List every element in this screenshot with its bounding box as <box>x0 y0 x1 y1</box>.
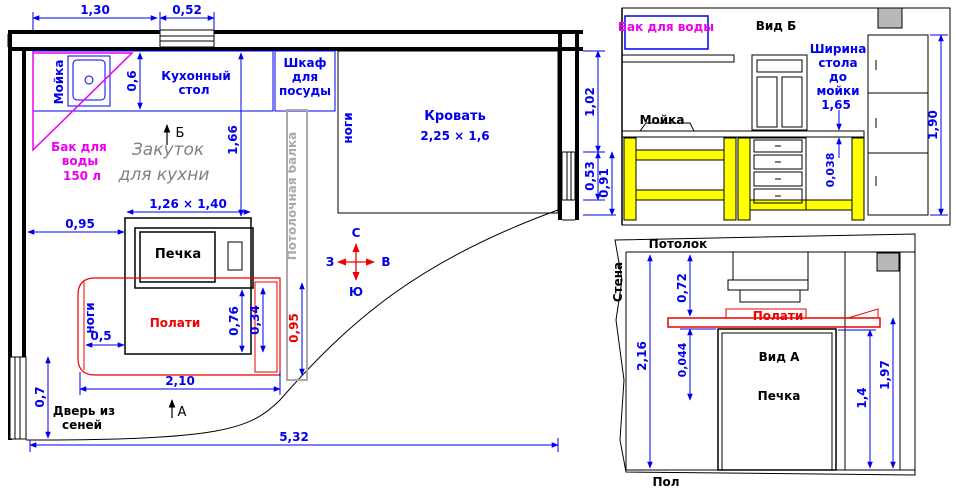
dim-053: 0,53 <box>583 161 597 191</box>
label-ceiling-beam: Потолочная балка <box>285 132 299 261</box>
label-stove: Печка <box>155 247 201 262</box>
label-nook-2: для кухни <box>118 165 210 185</box>
compass-rose <box>337 243 375 281</box>
dim-210: 2,10 <box>165 374 195 388</box>
plan-sink-box <box>67 55 111 107</box>
plan-door <box>9 356 27 440</box>
dim-091: 0,91 <box>597 168 611 198</box>
dim-095-right: 0,95 <box>287 313 301 343</box>
view-b-elevation <box>621 7 951 226</box>
view-b-tank: Бак для воды <box>618 20 714 34</box>
view-a-dim-072: 0,72 <box>675 273 689 303</box>
compass-south: Ю <box>349 285 363 299</box>
view-b-sink: Мойка <box>640 113 685 127</box>
view-a-polati: Полати <box>753 309 804 323</box>
plan-dimension-lines <box>27 12 616 452</box>
label-tank-2: воды <box>62 154 98 168</box>
label-kitchen-table-2: стол <box>178 83 209 97</box>
view-a-wall: Стена <box>611 262 625 302</box>
dim-532: 5,32 <box>279 430 309 444</box>
label-door-2: сеней <box>62 418 102 432</box>
dim-126x140: 1,26 × 1,40 <box>149 197 227 211</box>
view-a-dim-216: 2,16 <box>635 341 649 371</box>
plan-walls <box>7 30 583 440</box>
plan-bed <box>337 50 559 214</box>
dim-166: 1,66 <box>226 125 240 155</box>
plan-ceiling-beam <box>286 109 308 381</box>
dim-top-130: 1,30 <box>80 3 110 17</box>
dim-07: 0,7 <box>33 386 47 407</box>
label-bed-size: 2,25 × 1,6 <box>420 129 489 143</box>
view-b-title: Вид Б <box>756 19 797 33</box>
view-a-ceiling: Потолок <box>649 237 708 251</box>
view-a-dim-197: 1,97 <box>878 360 892 390</box>
dim-095-left: 0,95 <box>65 217 95 231</box>
dim-102: 1,02 <box>583 87 597 117</box>
plan-polati-outline <box>77 277 281 376</box>
view-b-width-4: мойки <box>816 84 859 98</box>
label-sink: Мойка <box>52 60 66 105</box>
dim-076: 0,76 <box>227 306 241 336</box>
plan-kitchen-counter <box>32 50 274 112</box>
view-a-dim-14: 1,4 <box>855 387 869 408</box>
view-a-dim-0044: 0,044 <box>676 342 689 377</box>
view-a-title: Вид А <box>759 350 800 364</box>
view-b-dim-0038: 0,038 <box>824 153 837 188</box>
plan-window-top <box>159 29 215 48</box>
dim-05: 0,5 <box>90 329 111 343</box>
compass-north: С <box>352 226 361 240</box>
view-b-width-1: Ширина <box>810 42 867 56</box>
label-polati-legs: ноги <box>83 302 97 333</box>
label-cabinet-3: посуды <box>279 84 331 98</box>
view-a-elevation <box>614 233 916 476</box>
label-cabinet-2: для <box>292 70 318 84</box>
view-a-stove: Печка <box>758 389 801 403</box>
dim-06: 0,6 <box>125 70 139 91</box>
plan-stove-outer <box>124 217 252 355</box>
view-b-width-val: 1,65 <box>821 98 851 112</box>
label-tank-3: 150 л <box>63 169 101 183</box>
label-door-1: Дверь из <box>53 404 115 418</box>
view-b-width-2: стола <box>818 56 857 70</box>
view-a-marker: А <box>178 405 187 420</box>
view-b-marker: Б <box>176 126 185 141</box>
dim-top-052: 0,52 <box>172 3 202 17</box>
label-cabinet-1: Шкаф <box>284 56 327 70</box>
plan-curved-boundary <box>25 209 559 441</box>
label-bed-legs: ноги <box>341 112 355 143</box>
view-b-dim-190: 1,90 <box>926 110 940 140</box>
dim-034: 0,34 <box>248 305 262 335</box>
plan-window-right <box>561 151 576 201</box>
view-b-width-3: до <box>829 70 847 84</box>
label-bed: Кровать <box>424 109 486 124</box>
label-kitchen-table-1: Кухонный <box>161 69 230 83</box>
compass-east: В <box>381 255 390 269</box>
label-tank-1: Бак для <box>51 140 107 154</box>
plan-water-tank <box>32 52 134 152</box>
view-a-floor: Пол <box>652 475 679 489</box>
label-polati: Полати <box>150 316 201 330</box>
compass-west: З <box>326 255 335 269</box>
label-nook-1: Закуток <box>132 140 205 160</box>
